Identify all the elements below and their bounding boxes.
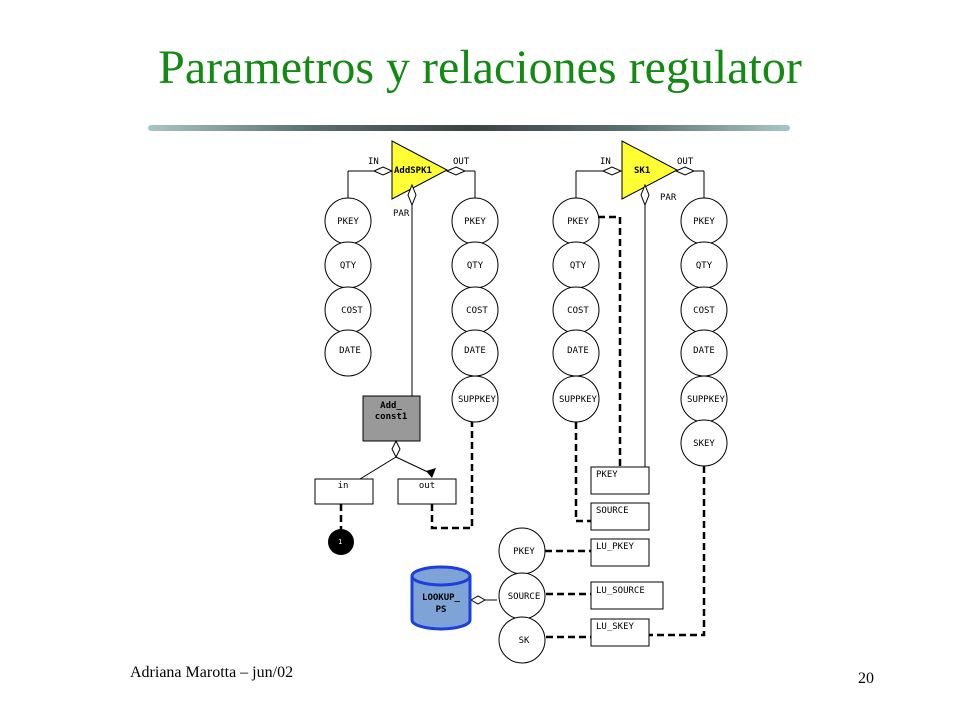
sk1-activity[interactable] [621,140,679,200]
left-activity: AddSPK1 IN OUT PAR PKEY QTY COST DATE PK… [314,140,499,555]
right-in-attribute: PKEY [552,197,600,245]
right-in-attribute: QTY [552,241,600,289]
lookup-recordset: LOOKUP_ PS PKEY SOURCE SK [410,527,546,664]
svg-text:SUPPKEY: SUPPKEY [559,395,598,405]
left-in-port [372,166,394,176]
out-arrow-head [426,468,436,478]
sk1-param-box[interactable]: SOURCE [590,502,650,531]
lookup-port [469,595,487,605]
pkey-to-param-link [598,215,622,467]
right-in-label: IN [600,157,611,167]
left-in-attribute: QTY [324,241,372,289]
slide-title: Parametros y relaciones regulator [158,41,802,94]
svg-text:SOURCE: SOURCE [596,506,629,516]
left-in-label: IN [368,157,379,167]
sk1-param-box[interactable]: LU_SOURCE [590,581,664,610]
svg-text:out: out [419,481,435,491]
left-out-attribute: DATE [451,329,499,377]
title-divider [148,125,790,131]
svg-text:SK: SK [519,636,530,646]
svg-text:SUPPKEY: SUPPKEY [687,395,726,405]
right-out-attribute: SUPPKEY [680,375,728,423]
left-out-attribute: PKEY [451,197,499,245]
right-out-attribute: SKEY [680,419,728,467]
lookup-label-line2: PS [436,605,447,615]
left-par-label: PAR [393,209,410,219]
add-const1-port [391,439,401,459]
function-in-param[interactable] [314,478,374,505]
right-in-attribute: DATE [552,329,600,377]
function-out-param[interactable] [397,478,457,505]
svg-text:LU_SKEY: LU_SKEY [596,622,635,632]
right-out-attribute: PKEY [680,197,728,245]
add-const1-function[interactable] [362,395,421,442]
right-out-port [674,166,696,176]
svg-text:SKEY: SKEY [693,439,715,449]
lookup-ps-cylinder[interactable] [410,576,472,631]
left-out-label: OUT [453,157,470,167]
svg-text:COST: COST [693,306,715,316]
page-number: 20 [858,670,874,687]
suppkey-to-source-link [574,422,591,523]
svg-text:QTY: QTY [570,261,587,271]
svg-text:QTY: QTY [467,261,484,271]
svg-text:DATE: DATE [464,346,486,356]
right-out-attribute: QTY [680,241,728,289]
svg-text:SOURCE: SOURCE [508,592,541,602]
svg-text:PKEY: PKEY [337,217,359,227]
svg-text:in: in [338,481,349,491]
addspk1-activity[interactable] [391,140,449,200]
right-in-attribute: COST [552,286,600,334]
svg-text:SUPPKEY: SUPPKEY [458,395,497,405]
left-par-port [407,183,417,207]
right-out-label: OUT [677,157,694,167]
left-out-attribute: COST [451,286,499,334]
footer-author: Adriana Marotta – jun/02 [130,664,294,681]
lookup-attribute: SOURCE [498,572,546,620]
skey-to-luskey-link [649,466,706,637]
right-activity: SK1 IN OUT PAR PKEY QTY COST DATE SUPPKE… [545,140,728,647]
sk1-param-box[interactable]: PKEY [590,466,650,495]
left-out-attribute: SUPPKEY [451,375,499,423]
right-in-attribute: SUPPKEY [552,375,600,423]
left-in-attribute: PKEY [324,197,372,245]
sk1-label: SK1 [634,166,650,176]
svg-text:COST: COST [567,306,589,316]
left-out-attribute: QTY [451,241,499,289]
lookup-attribute: SK [498,616,546,664]
addspk1-label: AddSPK1 [394,166,432,176]
svg-text:DATE: DATE [693,346,715,356]
left-out-port [445,166,467,176]
svg-text:PKEY: PKEY [567,217,589,227]
right-out-attribute: DATE [680,329,728,377]
add-const1-label-line1: Add_ [380,401,402,411]
svg-text:DATE: DATE [567,346,589,356]
add-const1-label-line2: const1 [375,412,408,422]
out-to-suppkey-link [430,422,474,530]
svg-text:PKEY: PKEY [596,470,618,480]
svg-text:COST: COST [466,306,488,316]
svg-text:QTY: QTY [340,261,357,271]
sk1-param-box[interactable]: LU_PKEY [590,538,650,567]
svg-text:LU_PKEY: LU_PKEY [596,542,635,552]
constant-label: 1 [338,538,342,546]
svg-text:QTY: QTY [696,261,713,271]
left-in-attribute: DATE [324,329,372,377]
svg-text:LU_SOURCE: LU_SOURCE [596,586,645,596]
svg-text:COST: COST [341,306,363,316]
right-par-label: PAR [660,193,677,203]
svg-text:PKEY: PKEY [513,547,535,557]
right-in-port [601,166,623,176]
svg-text:PKEY: PKEY [464,217,486,227]
svg-text:PKEY: PKEY [693,217,715,227]
right-out-attribute: COST [680,286,728,334]
sk1-param-box[interactable]: LU_SKEY [590,618,650,647]
constant-node [328,529,354,555]
svg-text:DATE: DATE [339,346,361,356]
right-par-port [640,183,650,207]
lookup-label-line1: LOOKUP_ [422,593,461,603]
left-in-attribute: COST [324,286,372,334]
lookup-attribute: PKEY [498,527,546,575]
